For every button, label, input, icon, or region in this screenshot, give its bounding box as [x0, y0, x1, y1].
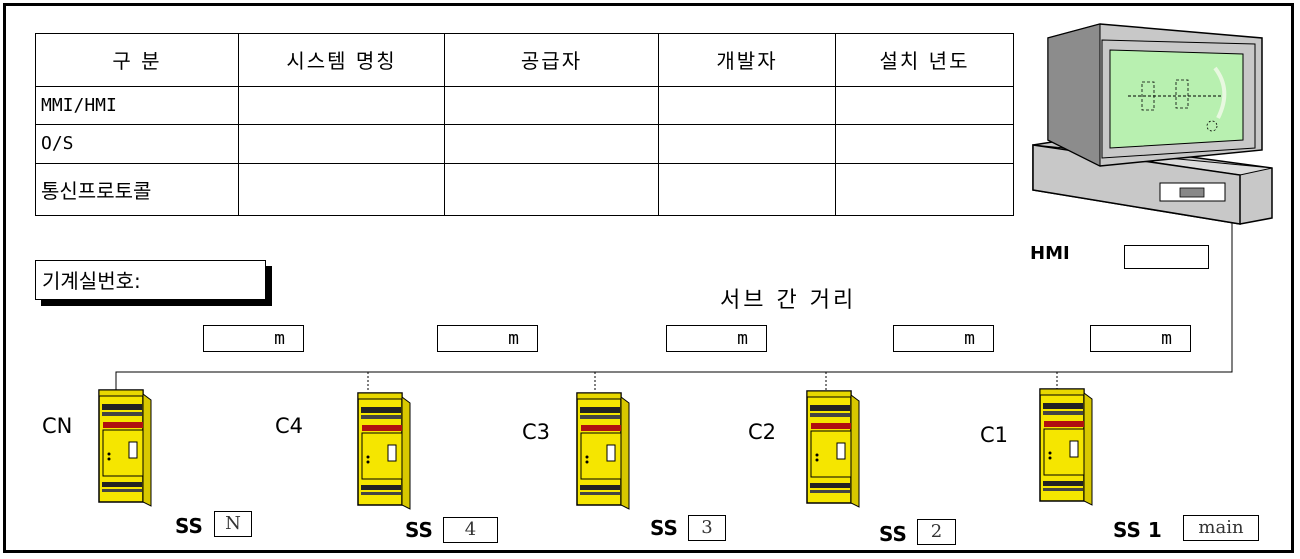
ss-label-2: SS	[879, 522, 907, 546]
ss-field-2[interactable]: 2	[917, 519, 956, 545]
controller-label-c4: C4	[275, 414, 304, 438]
machine-room-number-box[interactable]: 기계실번호:	[35, 260, 266, 300]
ss-label-1: SS 1	[1113, 518, 1162, 542]
distance-field-c4-c3[interactable]: m	[437, 325, 538, 352]
table-cell[interactable]	[238, 162, 445, 216]
controller-label-c2: C2	[748, 420, 777, 444]
row-label-os: O/S	[35, 124, 239, 164]
table-header-row: 구 분 시스템 명칭 공급자 개발자 설치 년도	[35, 33, 1014, 87]
table-cell[interactable]	[835, 124, 1014, 164]
distance-field-c3-c2[interactable]: m	[666, 325, 767, 352]
controller-device-c2	[806, 390, 860, 508]
table-cell[interactable]	[444, 85, 659, 125]
header-supplier: 공급자	[444, 33, 659, 87]
diagram-frame	[3, 3, 1294, 553]
ss-label-n: SS	[175, 514, 203, 538]
table-cell[interactable]	[835, 162, 1014, 216]
bus-line	[115, 212, 1233, 390]
controller-label-c3: C3	[522, 420, 551, 444]
distance-field-c2-c1[interactable]: m	[893, 325, 994, 352]
table-cell[interactable]	[835, 85, 1014, 125]
hmi-label: HMI	[1030, 243, 1070, 264]
table-cell[interactable]	[444, 162, 659, 216]
header-category: 구 분	[35, 33, 239, 87]
ss-label-4: SS	[405, 518, 433, 542]
table-cell[interactable]	[238, 85, 445, 125]
system-spec-table: 구 분 시스템 명칭 공급자 개발자 설치 년도 MMI/HMI O/S 통신프…	[35, 33, 1014, 216]
table-row: MMI/HMI	[35, 85, 1014, 125]
ss-field-4[interactable]: 4	[443, 517, 498, 543]
controller-label-c1: C1	[980, 423, 1009, 447]
controller-device-c1	[1039, 388, 1093, 506]
distance-field-c1-hmi[interactable]: m	[1090, 325, 1191, 352]
row-label-mmi-hmi: MMI/HMI	[35, 85, 239, 125]
controller-label-cn: CN	[42, 414, 73, 438]
hmi-computer-icon	[1032, 23, 1273, 225]
header-install-year: 설치 년도	[835, 33, 1014, 87]
ss-field-n[interactable]: N	[214, 511, 252, 537]
row-label-protocol: 통신프로토콜	[35, 162, 239, 216]
table-cell[interactable]	[658, 85, 836, 125]
controller-device-cn	[98, 389, 152, 507]
ss-field-main[interactable]: main	[1183, 515, 1259, 541]
header-system-name: 시스템 명칭	[238, 33, 445, 87]
controller-device-c3	[576, 392, 630, 510]
distance-field-cn-c4[interactable]: m	[203, 325, 304, 352]
ss-field-3[interactable]: 3	[688, 515, 726, 541]
ss-label-3: SS	[650, 516, 678, 540]
table-cell[interactable]	[658, 162, 836, 216]
controller-device-c4	[357, 392, 411, 510]
table-row: O/S	[35, 124, 1014, 164]
distance-title: 서브 간 거리	[720, 288, 857, 313]
header-developer: 개발자	[658, 33, 836, 87]
hmi-value-field[interactable]	[1124, 245, 1209, 269]
table-row: 통신프로토콜	[35, 162, 1014, 216]
